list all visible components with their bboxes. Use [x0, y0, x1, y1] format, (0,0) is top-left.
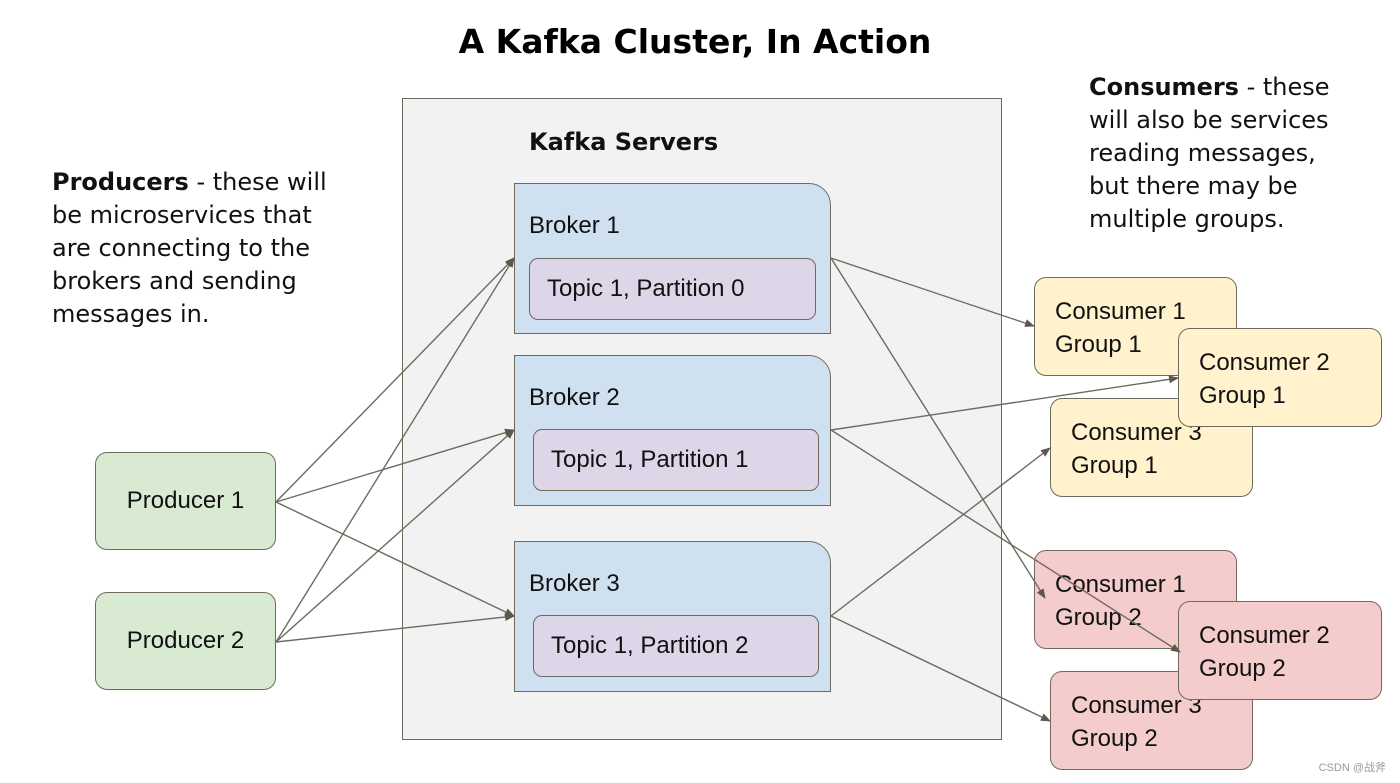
consumer-name: Consumer 1	[1055, 571, 1186, 598]
watermark: CSDN @战斧	[1318, 762, 1386, 774]
consumer-3-group-2: Consumer 3 Group 2	[1050, 671, 1253, 770]
broker-1-partition: Topic 1, Partition 0	[529, 258, 816, 320]
diagram-title: A Kafka Cluster, In Action	[458, 22, 932, 61]
broker-3-partition: Topic 1, Partition 2	[533, 615, 819, 677]
consumer-group: Group 2	[1071, 725, 1158, 752]
consumer-group: Group 2	[1199, 655, 1286, 682]
consumer-group: Group 1	[1199, 382, 1286, 409]
broker-1-label: Broker 1	[529, 212, 620, 239]
producer-1: Producer 1	[95, 452, 276, 550]
producer-2: Producer 2	[95, 592, 276, 690]
consumers-note-text: - these will also be services reading me…	[1089, 73, 1330, 233]
consumer-name: Consumer 1	[1055, 298, 1186, 325]
consumers-note-heading: Consumers	[1089, 73, 1239, 101]
consumer-2-group-1: Consumer 2 Group 1	[1178, 328, 1382, 427]
kafka-servers-label: Kafka Servers	[529, 128, 719, 156]
producers-note-text: - these will be microservices that are c…	[52, 168, 327, 328]
consumer-group: Group 1	[1071, 452, 1158, 479]
consumer-1-group-1: Consumer 1 Group 1	[1034, 277, 1237, 376]
consumer-name: Consumer 2	[1199, 622, 1330, 649]
broker-3-label: Broker 3	[529, 570, 620, 597]
consumer-2-group-2: Consumer 2 Group 2	[1178, 601, 1382, 700]
consumer-name: Consumer 3	[1071, 692, 1202, 719]
consumer-group: Group 1	[1055, 331, 1142, 358]
producers-note-heading: Producers	[52, 168, 189, 196]
consumers-note: Consumers - these will also be services …	[1089, 71, 1359, 236]
consumer-name: Consumer 2	[1199, 349, 1330, 376]
producers-note: Producers - these will be microservices …	[52, 166, 342, 331]
broker-2-partition: Topic 1, Partition 1	[533, 429, 819, 491]
broker-2-label: Broker 2	[529, 384, 620, 411]
